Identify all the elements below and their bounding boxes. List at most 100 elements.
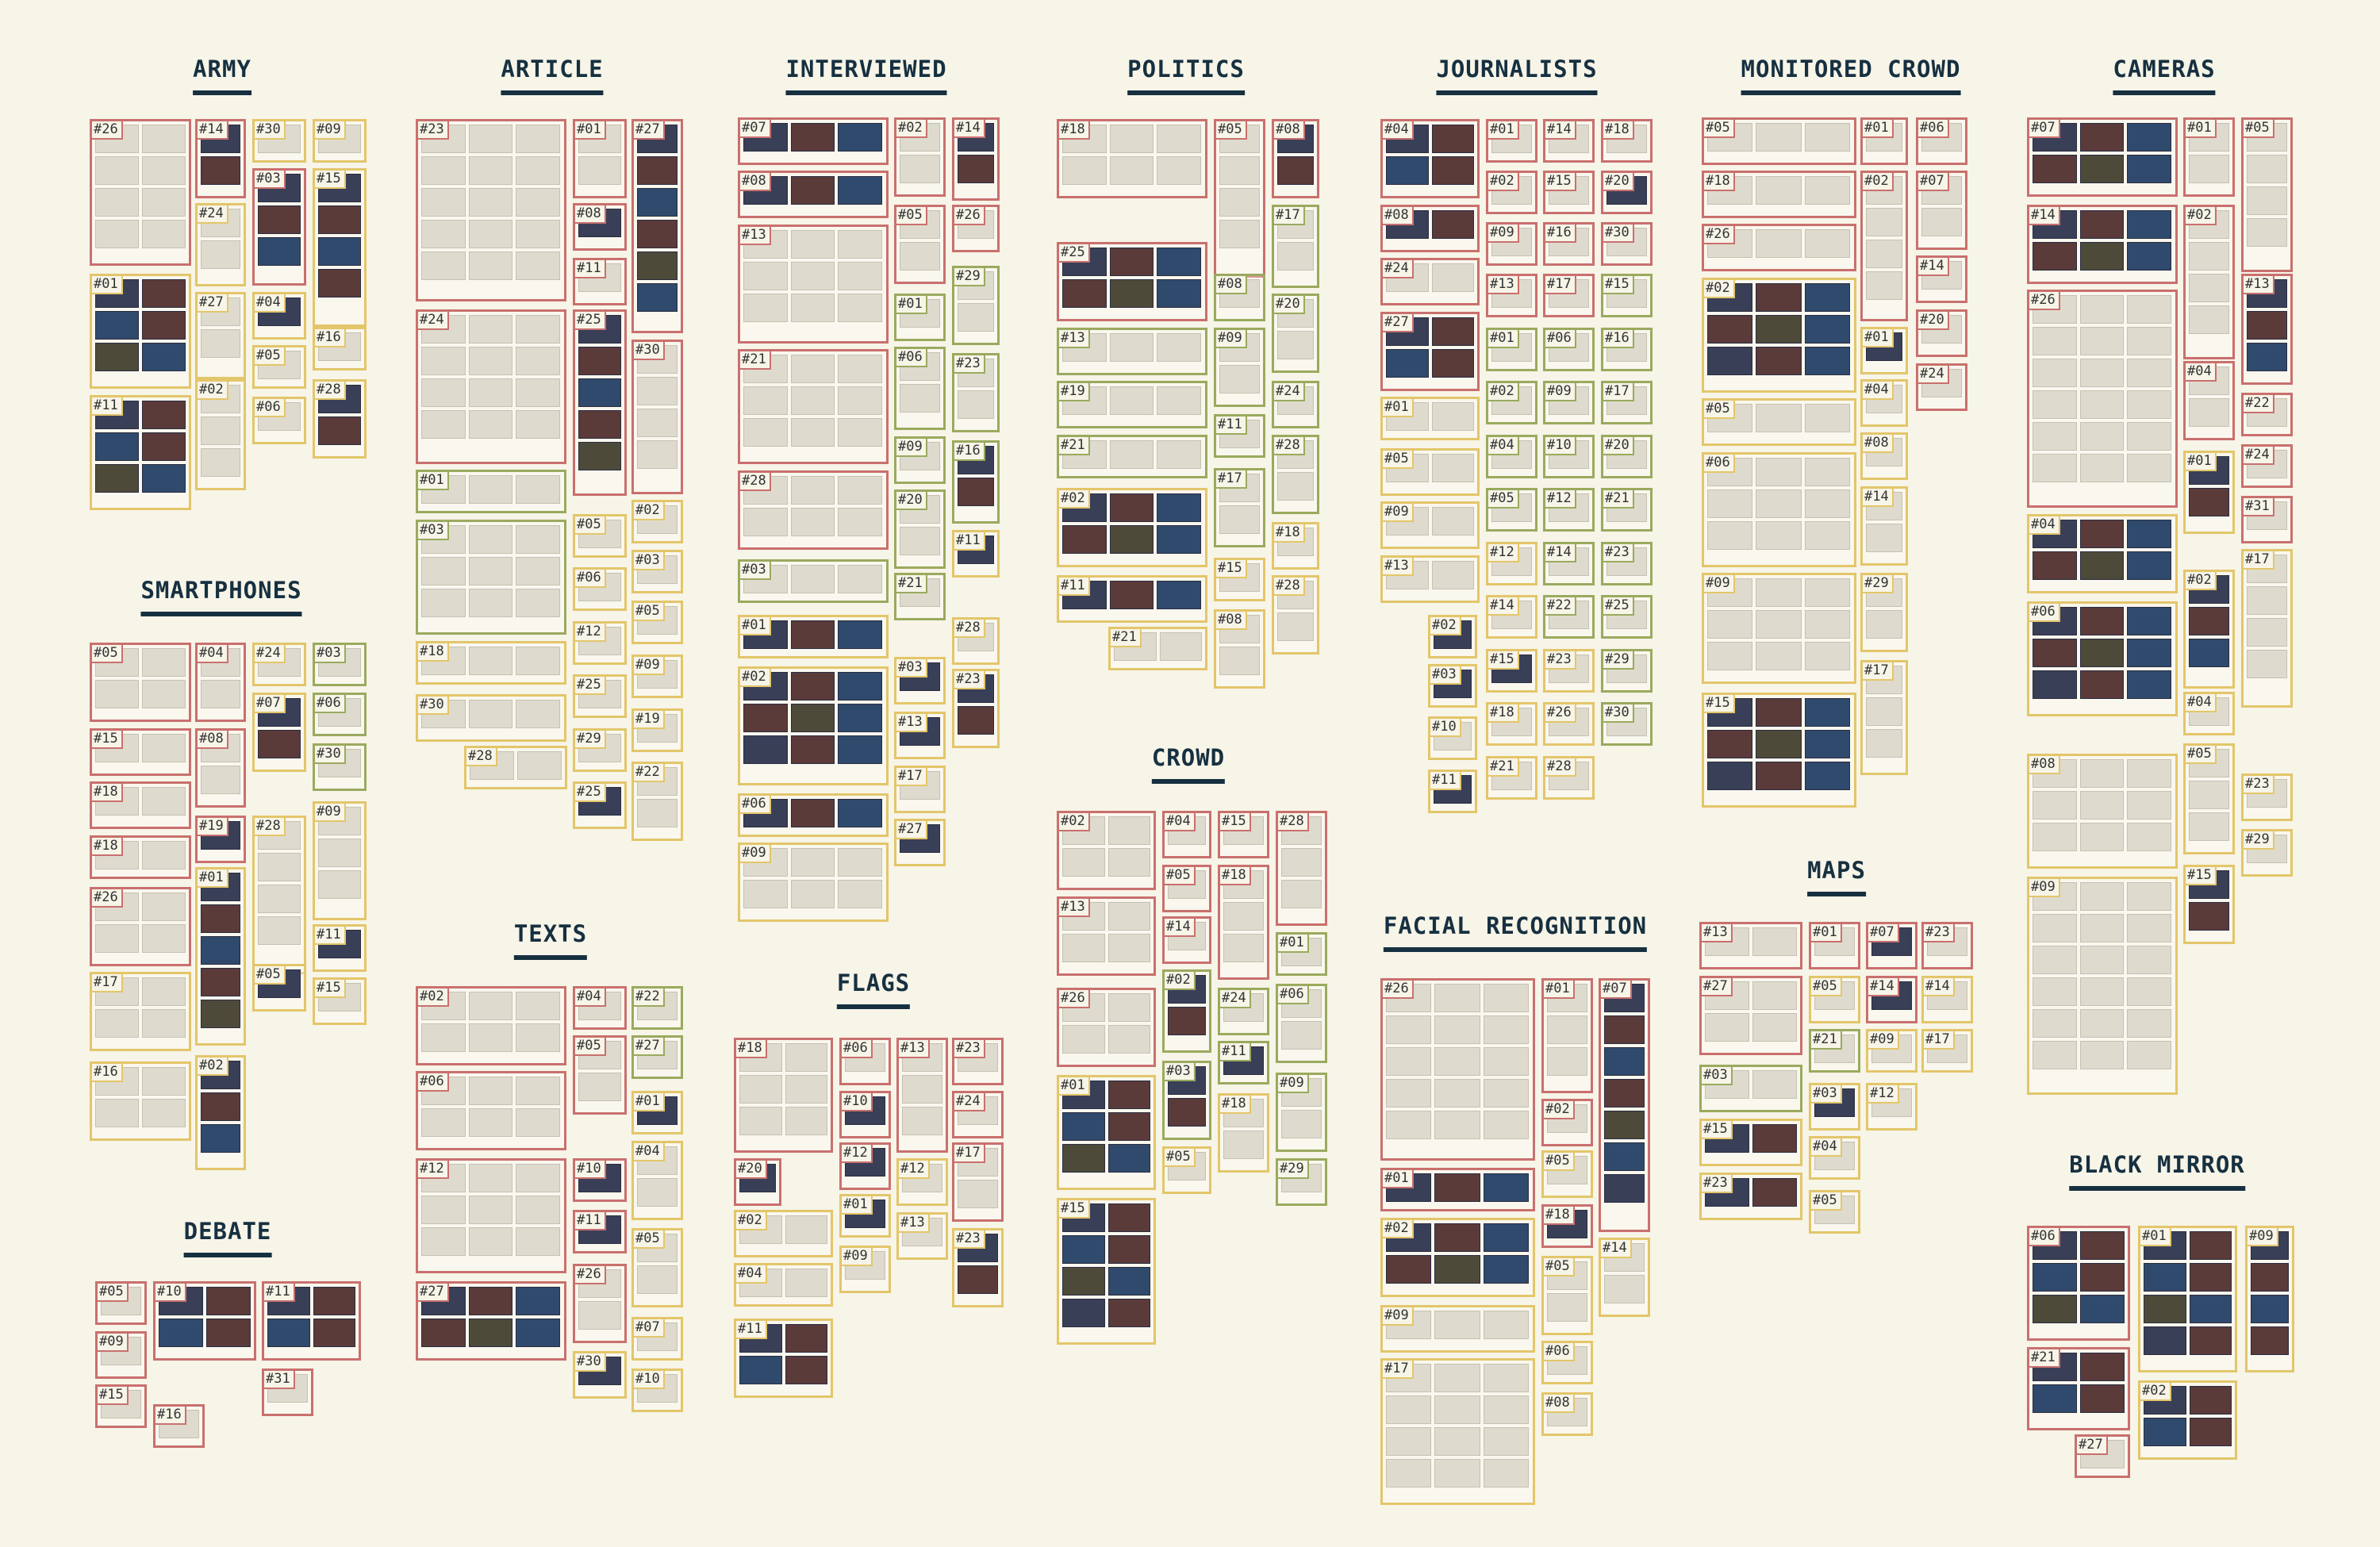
clip-group[interactable]: #13 [1486,274,1537,317]
clip-group[interactable]: #18 [1057,119,1207,198]
clip-group[interactable]: #01 [573,119,627,198]
video-thumbnail[interactable] [1804,578,1850,607]
video-thumbnail[interactable] [516,188,560,217]
video-thumbnail[interactable] [1434,1459,1480,1488]
video-thumbnail[interactable] [958,303,994,332]
clip-group[interactable]: #08 [1214,609,1265,689]
video-thumbnail[interactable] [313,1319,355,1347]
clip-group[interactable]: #29 [1860,573,1908,652]
video-thumbnail[interactable] [1866,729,1902,758]
clip-group[interactable]: #28 [313,379,367,459]
video-thumbnail[interactable] [1866,610,1902,639]
clip-group[interactable]: #31 [2241,496,2293,543]
video-thumbnail[interactable] [468,1164,513,1192]
video-thumbnail[interactable] [468,1287,513,1315]
clip-group[interactable]: #09 [2027,877,2178,1095]
clip-group[interactable]: #15 [1601,274,1653,317]
video-thumbnail[interactable] [267,1319,310,1347]
video-thumbnail[interactable] [2080,1384,2125,1413]
video-thumbnail[interactable] [421,1108,466,1137]
clip-group[interactable]: #11 [734,1319,833,1398]
video-thumbnail[interactable] [1281,848,1322,877]
video-thumbnail[interactable] [142,841,186,869]
video-thumbnail[interactable] [2079,242,2125,271]
video-thumbnail[interactable] [2079,422,2125,451]
clip-group[interactable]: #12 [573,621,627,665]
clip-group[interactable]: #01 [1860,327,1908,374]
video-thumbnail[interactable] [2127,607,2171,635]
clip-group[interactable]: #20 [1272,294,1319,373]
clip-group[interactable]: #06 [1543,328,1595,371]
clip-group[interactable]: #24 [1916,363,1967,411]
video-thumbnail[interactable] [578,378,621,407]
clip-group[interactable]: #11 [90,395,191,510]
clip-group[interactable]: #02 [2183,205,2235,359]
video-thumbnail[interactable] [1483,1255,1529,1284]
video-thumbnail[interactable] [1062,156,1107,185]
clip-group[interactable]: #20 [1601,171,1653,214]
video-thumbnail[interactable] [468,475,513,504]
video-thumbnail[interactable] [790,672,835,701]
video-thumbnail[interactable] [1483,1459,1529,1488]
video-thumbnail[interactable] [1157,333,1201,362]
video-thumbnail[interactable] [201,680,240,708]
video-thumbnail[interactable] [790,565,835,593]
clip-group[interactable]: #18 [1702,171,1856,218]
clip-group[interactable]: #29 [2241,829,2293,877]
video-thumbnail[interactable] [516,589,560,617]
clip-group[interactable]: #14 [1162,916,1211,964]
clip-group[interactable]: #06 [1276,984,1327,1063]
clip-group[interactable]: #02 [894,117,946,197]
clip-group[interactable]: #15 [1702,693,1856,808]
video-thumbnail[interactable] [516,557,560,585]
video-thumbnail[interactable] [838,476,882,505]
video-thumbnail[interactable] [2127,454,2171,482]
video-thumbnail[interactable] [468,1077,513,1105]
clip-group[interactable]: #30 [1601,222,1653,266]
video-thumbnail[interactable] [2127,123,2171,152]
clip-group[interactable]: #06 [839,1038,891,1085]
video-thumbnail[interactable] [2033,422,2077,451]
clip-group[interactable]: #26 [952,205,1000,252]
clip-group[interactable]: #16 [153,1404,205,1448]
video-thumbnail[interactable] [201,766,240,794]
video-thumbnail[interactable] [1109,581,1154,609]
clip-group[interactable]: #05 [1541,1256,1593,1335]
video-thumbnail[interactable] [142,464,186,493]
video-thumbnail[interactable] [1707,762,1753,790]
video-thumbnail[interactable] [2079,639,2125,667]
clip-group[interactable]: #04 [2183,692,2235,735]
video-thumbnail[interactable] [1431,507,1474,536]
video-thumbnail[interactable] [578,347,621,375]
video-thumbnail[interactable] [1705,1013,1749,1042]
video-thumbnail[interactable] [2079,791,2125,820]
video-thumbnail[interactable] [2079,359,2125,387]
video-thumbnail[interactable] [1157,386,1201,415]
clip-group[interactable]: #02 [2138,1380,2237,1460]
clip-group[interactable]: #15 [1486,649,1537,693]
clip-group[interactable]: #22 [631,986,683,1030]
video-thumbnail[interactable] [1804,283,1850,312]
video-thumbnail[interactable] [258,205,301,234]
clip-group[interactable]: #31 [262,1368,313,1416]
video-thumbnail[interactable] [2251,1263,2289,1292]
video-thumbnail[interactable] [2033,914,2077,942]
video-thumbnail[interactable] [2033,823,2077,851]
video-thumbnail[interactable] [1386,1015,1432,1044]
clip-group[interactable]: #05 [1809,1190,1860,1234]
video-thumbnail[interactable] [2189,155,2229,183]
clip-group[interactable]: #04 [573,986,627,1030]
video-thumbnail[interactable] [95,1009,139,1038]
video-thumbnail[interactable] [468,1227,513,1256]
clip-group[interactable]: #29 [1276,1158,1327,1206]
video-thumbnail[interactable] [790,735,835,764]
clip-group[interactable]: #27 [1380,312,1480,391]
video-thumbnail[interactable] [95,464,139,493]
video-thumbnail[interactable] [1434,1173,1480,1202]
clip-group[interactable]: #27 [195,292,246,379]
video-thumbnail[interactable] [468,220,513,248]
video-thumbnail[interactable] [790,620,835,649]
clip-group[interactable]: #12 [1543,488,1595,532]
clip-group[interactable]: #02 [1428,615,1477,658]
clip-group[interactable]: #09 [1380,1305,1535,1353]
